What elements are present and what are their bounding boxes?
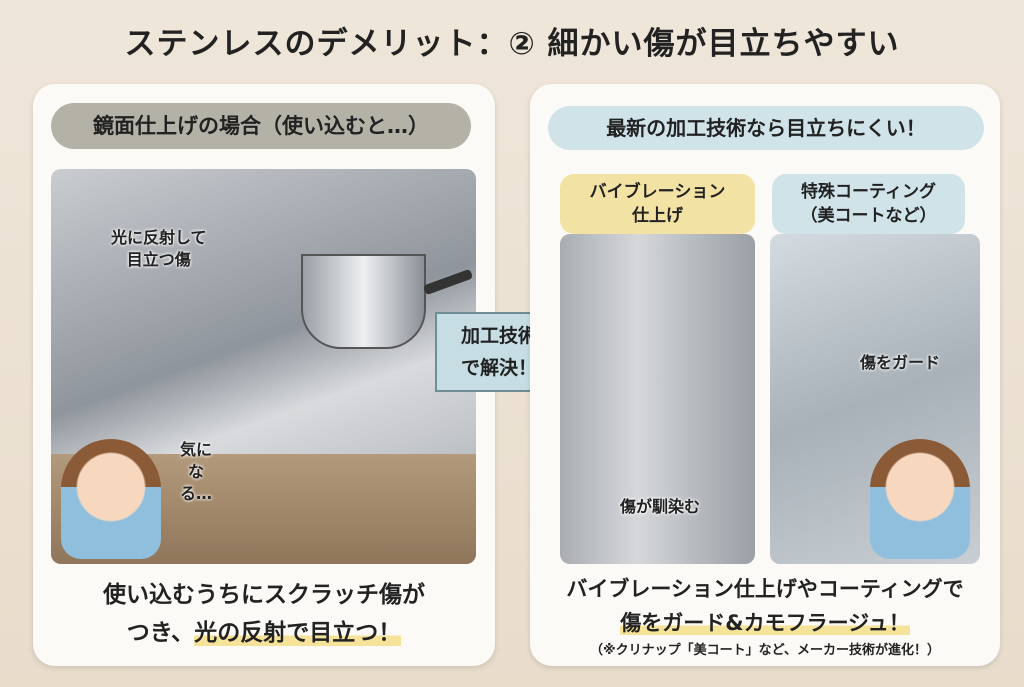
modern-finish-panel: 最新の加工技術なら目立ちにくい！ 傷が馴染む 傷をガード バイブレーション仕上げ…	[530, 84, 1000, 666]
guard-note: 傷をガード	[860, 353, 941, 372]
vibration-finish-illustration: 傷が馴染む	[560, 234, 755, 564]
pot-illustration	[301, 254, 426, 349]
mirror-finish-panel: 鏡面仕上げの場合（使い込むと…） 光に反射して目立つ傷 気になる… 使い込むうち…	[33, 84, 495, 666]
worry-note: 気になる…	[179, 440, 212, 503]
arrow-label-2: で解決！	[460, 357, 537, 379]
scratch-note: 光に反射して目立つ傷	[111, 228, 207, 269]
vibration-finish-label: バイブレーション仕上げ	[560, 174, 755, 234]
scratched-countertop-illustration: 光に反射して目立つ傷 気になる…	[51, 169, 476, 564]
coating-label: 特殊コーティング（美コートなど）	[772, 174, 965, 234]
right-caption: バイブレーション仕上げやコーティングで 傷をガード&カモフラージュ！ （※クリナ…	[566, 577, 964, 658]
coating-illustration: 傷をガード	[770, 234, 980, 564]
page-title: ステンレスのデメリット：② 細かい傷が目立ちやすい	[124, 26, 900, 62]
modern-finish-header: 最新の加工技術なら目立ちにくい！	[548, 106, 984, 150]
worried-boy-illustration	[61, 439, 161, 559]
blend-note: 傷が馴染む	[619, 497, 700, 516]
mirror-finish-header: 鏡面仕上げの場合（使い込むと…）	[51, 103, 471, 149]
happy-boy-illustration	[870, 439, 970, 559]
arrow-label-1: 加工技術	[460, 325, 537, 347]
left-caption: 使い込むうちにスクラッチ傷が つき、光の反射で目立つ！	[103, 582, 425, 646]
